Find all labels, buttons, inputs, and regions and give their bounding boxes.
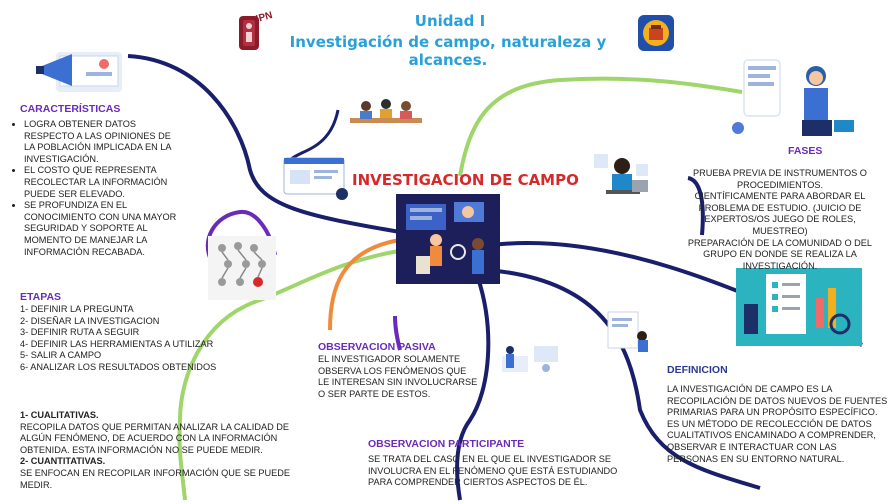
- center-illustration: [396, 194, 500, 284]
- branch-caracteristicas: [127, 54, 401, 234]
- caracteristicas-list: LOGRA OBTENER DATOS RESPECTO A LAS OPINI…: [12, 119, 184, 258]
- etapa-item: 5- SALIR A CAMPO: [20, 350, 102, 361]
- cualitativas-heading: 1- CUALITATIVAS.: [20, 410, 99, 420]
- etapas-heading: ETAPAS: [20, 291, 62, 303]
- observacion-pasiva-heading: OBSERVACION PASIVA: [318, 341, 436, 353]
- team-meeting-illustration: [346, 96, 426, 134]
- etapa-item: 4- DEFINIR LAS HERRAMIENTAS A UTILIZAR: [20, 338, 214, 349]
- center-title: INVESTIGACION DE CAMPO: [352, 171, 579, 189]
- observacion-pasiva-text: EL INVESTIGADOR SOLAMENTE OBSERVA LOS FE…: [318, 354, 478, 399]
- unit-title: Unidad I: [414, 12, 486, 30]
- branch-green-top: [458, 76, 743, 177]
- caracteristica-item: LOGRA OBTENER DATOS RESPECTO A LAS OPINI…: [24, 119, 184, 165]
- laptop-woman-illustration: [592, 150, 654, 204]
- participant-illustration: [498, 340, 564, 376]
- checklist-illustration: [736, 268, 862, 346]
- branch-fases: [687, 176, 705, 236]
- definicion-heading: DEFINICION: [667, 364, 728, 376]
- branch-top-illus: [288, 109, 340, 162]
- cuantitativas-heading: 2- CUANTITATIVAS.: [20, 456, 106, 467]
- branch-pasiva: [393, 315, 402, 351]
- caracteristica-item: SE PROFUNDIZA EN EL CONOCIMIENTO CON UNA…: [24, 200, 184, 258]
- tipos-block: 1- CUALITATIVAS. RECOPILA DATOS QUE PERM…: [20, 410, 320, 491]
- etapas-list: 1- DEFINIR LA PREGUNTA 2- DISEÑAR LA INV…: [20, 304, 220, 374]
- school-logo: [637, 14, 675, 52]
- caracteristicas-heading: CARACTERÍSTICAS: [20, 103, 121, 115]
- school-shield-icon: [638, 15, 674, 51]
- browser-icon: [283, 157, 348, 200]
- unit-subtitle: Investigación de campo, naturaleza y alc…: [289, 33, 607, 69]
- etapa-item: 3- DEFINIR RUTA A SEGUIR: [20, 327, 140, 338]
- checklist-icon: [736, 268, 862, 346]
- document-icon: [607, 311, 648, 352]
- megaphone-icon: [36, 52, 122, 92]
- branch-green-bottom: [177, 248, 406, 501]
- phone-woman-illustration: [730, 50, 854, 140]
- network-people-illustration: [208, 236, 276, 300]
- branch-participante: [455, 277, 491, 501]
- observacion-participante-text: SE TRATA DEL CASO EN EL QUE EL INVESTIGA…: [368, 454, 618, 488]
- etapa-item: 1- DEFINIR LA PREGUNTA: [20, 304, 134, 314]
- observacion-participante-heading: OBSERVACION PARTICIPANTE: [368, 438, 525, 450]
- phone-user-icon: [732, 59, 854, 136]
- etapa-item: 2- DISEÑAR LA INVESTIGACION: [20, 315, 160, 326]
- definicion-text: LA INVESTIGACIÓN DE CAMPO ES LA RECOPILA…: [667, 384, 888, 464]
- ipn-logo: [236, 14, 262, 52]
- field-research-icon: [396, 194, 500, 284]
- megaphone-illustration: [34, 44, 126, 96]
- document-analysis-illustration: [598, 308, 656, 354]
- participant-icon: [502, 346, 558, 372]
- meeting-icon: [350, 99, 422, 123]
- fases-text: PRUEBA PREVIA DE INSTRUMENTOS O PROCEDIM…: [687, 168, 873, 271]
- caracteristica-item: EL COSTO QUE REPRESENTA RECOLECTAR LA IN…: [24, 165, 184, 200]
- network-icon: [208, 236, 276, 300]
- etapa-item: 6- ANALIZAR LOS RESULTADOS OBTENIDOS: [20, 361, 217, 372]
- web-analysis-illustration: [276, 154, 352, 204]
- branch-orange: [328, 238, 401, 331]
- branch-def-lower: [487, 268, 761, 490]
- cuantitativas-text: SE ENFOCAN EN RECOPILAR INFORMACIÓN QUE …: [20, 467, 291, 490]
- fases-heading: FASES: [788, 145, 823, 157]
- laptop-user-icon: [594, 154, 648, 194]
- cualitativas-text: RECOPILA DATOS QUE PERMITAN ANALIZAR LA …: [20, 421, 290, 455]
- ipn-logo-icon: [239, 16, 259, 50]
